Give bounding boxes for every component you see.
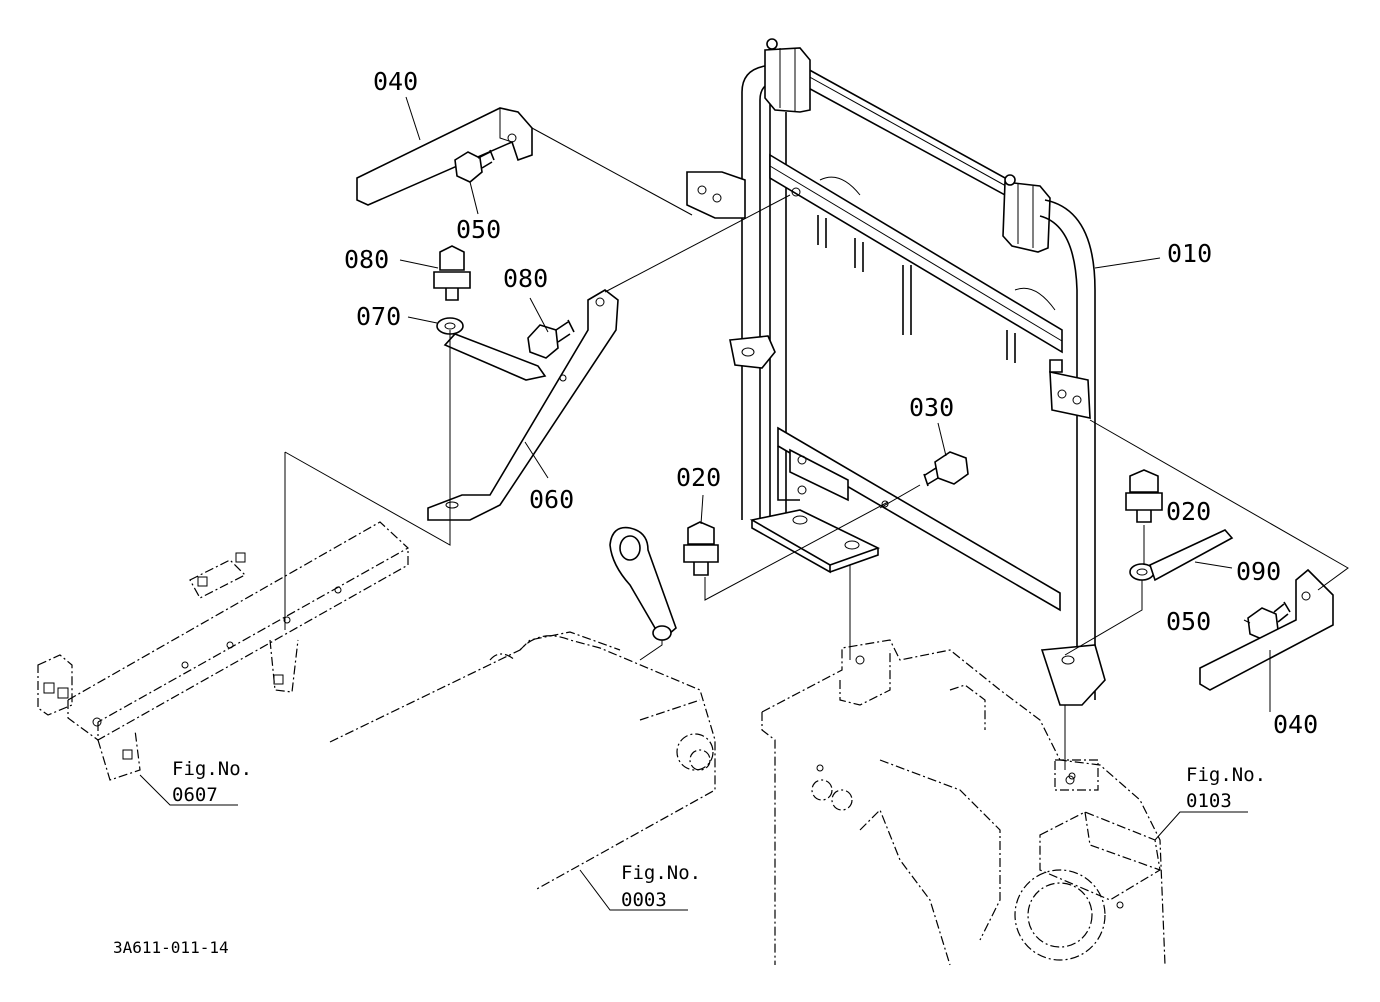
fig-ref-number: 0607 [172, 784, 218, 806]
fig-ref-label: Fig.No. [621, 862, 701, 884]
fig-ref-0003[interactable]: Fig.No. 0003 [621, 862, 701, 911]
label-030: 030 [909, 393, 954, 422]
label-080-right: 080 [503, 264, 548, 293]
assembly-lines [284, 127, 1349, 770]
leader-lines [139, 96, 1271, 911]
label-050-bottom: 050 [1166, 607, 1211, 636]
label-010: 010 [1167, 239, 1212, 268]
brace-060[interactable] [427, 289, 619, 521]
label-050-top: 050 [456, 215, 501, 244]
label-070: 070 [356, 302, 401, 331]
label-040-bottom: 040 [1273, 710, 1318, 739]
engine-block-0003 [329, 631, 716, 891]
bolt-020-right[interactable] [1125, 469, 1163, 523]
chassis-rail-0607 [37, 521, 410, 781]
drawing-code: 3A611-011-14 [113, 938, 229, 957]
fig-ref-0103[interactable]: Fig.No. 0103 [1186, 764, 1266, 812]
label-090: 090 [1236, 557, 1281, 586]
bolt-050-top[interactable] [454, 149, 495, 183]
label-020-right: 020 [1166, 497, 1211, 526]
fig-ref-label: Fig.No. [1186, 764, 1266, 786]
label-020-left: 020 [676, 463, 721, 492]
bolt-080-left[interactable] [433, 245, 471, 301]
fig-ref-label: Fig.No. [172, 758, 252, 780]
flywheel-housing-0103 [761, 639, 1166, 966]
label-040-top: 040 [373, 67, 418, 96]
label-080-left: 080 [344, 245, 389, 274]
bolt-080-right[interactable] [527, 319, 575, 359]
bracket-040-bottom[interactable] [1199, 568, 1334, 691]
rops-frame-010[interactable] [686, 38, 1106, 706]
fig-ref-0607[interactable]: Fig.No. 0607 [172, 758, 252, 806]
label-060: 060 [529, 485, 574, 514]
fig-ref-number: 0003 [621, 889, 667, 911]
bolt-030[interactable] [923, 451, 969, 487]
strap-090[interactable] [1129, 529, 1234, 582]
bracket-040-top[interactable] [356, 107, 533, 206]
fig-ref-number: 0103 [1186, 790, 1232, 812]
lever-arm[interactable] [609, 526, 677, 642]
bolt-020-left[interactable] [683, 521, 719, 576]
